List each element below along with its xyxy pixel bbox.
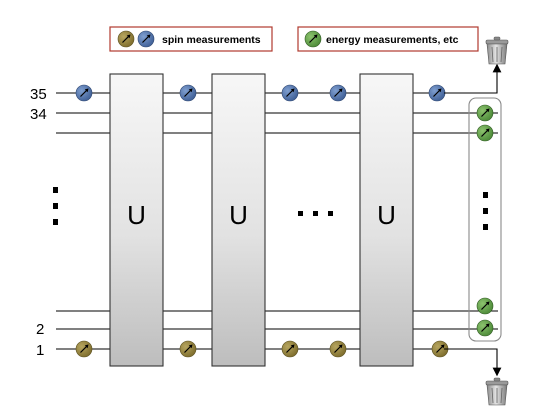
left-vertical-ellipsis <box>53 187 58 225</box>
legend-energy-box <box>297 26 479 52</box>
unitary-gate-1: U <box>109 73 164 367</box>
gate-label: U <box>229 200 248 230</box>
gate-box <box>211 73 266 367</box>
spin-meter-olive-icon <box>431 340 449 358</box>
unitary-gate-2: U <box>211 73 266 367</box>
wire-label-2: 2 <box>36 321 44 338</box>
energy-meter-icon <box>476 297 494 315</box>
energy-measurement-group <box>468 97 502 342</box>
right-vertical-ellipsis <box>483 192 488 230</box>
spin-meter-olive-icon <box>179 340 197 358</box>
gate-box <box>359 73 414 367</box>
gate-label: U <box>377 200 396 230</box>
legend: spin measurements energy measurements, e… <box>109 26 479 52</box>
legend-energy-label: energy measurements, etc <box>326 34 459 46</box>
horizontal-ellipsis <box>298 211 333 216</box>
energy-meter-icon <box>476 104 494 122</box>
discard-arrow-bottom <box>444 348 502 377</box>
gate-label: U <box>127 200 146 230</box>
legend-spin-label: spin measurements <box>162 34 261 46</box>
spin-meter-blue-icon <box>329 84 347 102</box>
legend-spin-blue-meter-icon <box>137 30 155 48</box>
measurement-meters <box>75 84 494 358</box>
energy-meter-icon <box>476 124 494 142</box>
legend-energy-meter-icon <box>304 30 322 48</box>
gate-box <box>109 73 164 367</box>
spin-meter-blue-icon <box>428 84 446 102</box>
wire-label-35: 35 <box>30 86 47 103</box>
trash-can-icon <box>485 377 509 406</box>
spin-meter-olive-icon <box>75 340 93 358</box>
legend-spin-box <box>109 26 273 52</box>
legend-spin-olive-meter-icon <box>117 30 135 48</box>
energy-meter-icon <box>476 319 494 337</box>
wire-label-34: 34 <box>30 106 47 123</box>
spin-meter-blue-icon <box>179 84 197 102</box>
spin-meter-olive-icon <box>329 340 347 358</box>
spin-meter-blue-icon <box>75 84 93 102</box>
discard-arrow-top <box>444 63 502 94</box>
unitary-gate-3: U <box>359 73 414 367</box>
wire-label-1: 1 <box>36 342 44 359</box>
trash-can-icon <box>485 36 509 65</box>
spin-meter-blue-icon <box>281 84 299 102</box>
spin-meter-olive-icon <box>281 340 299 358</box>
